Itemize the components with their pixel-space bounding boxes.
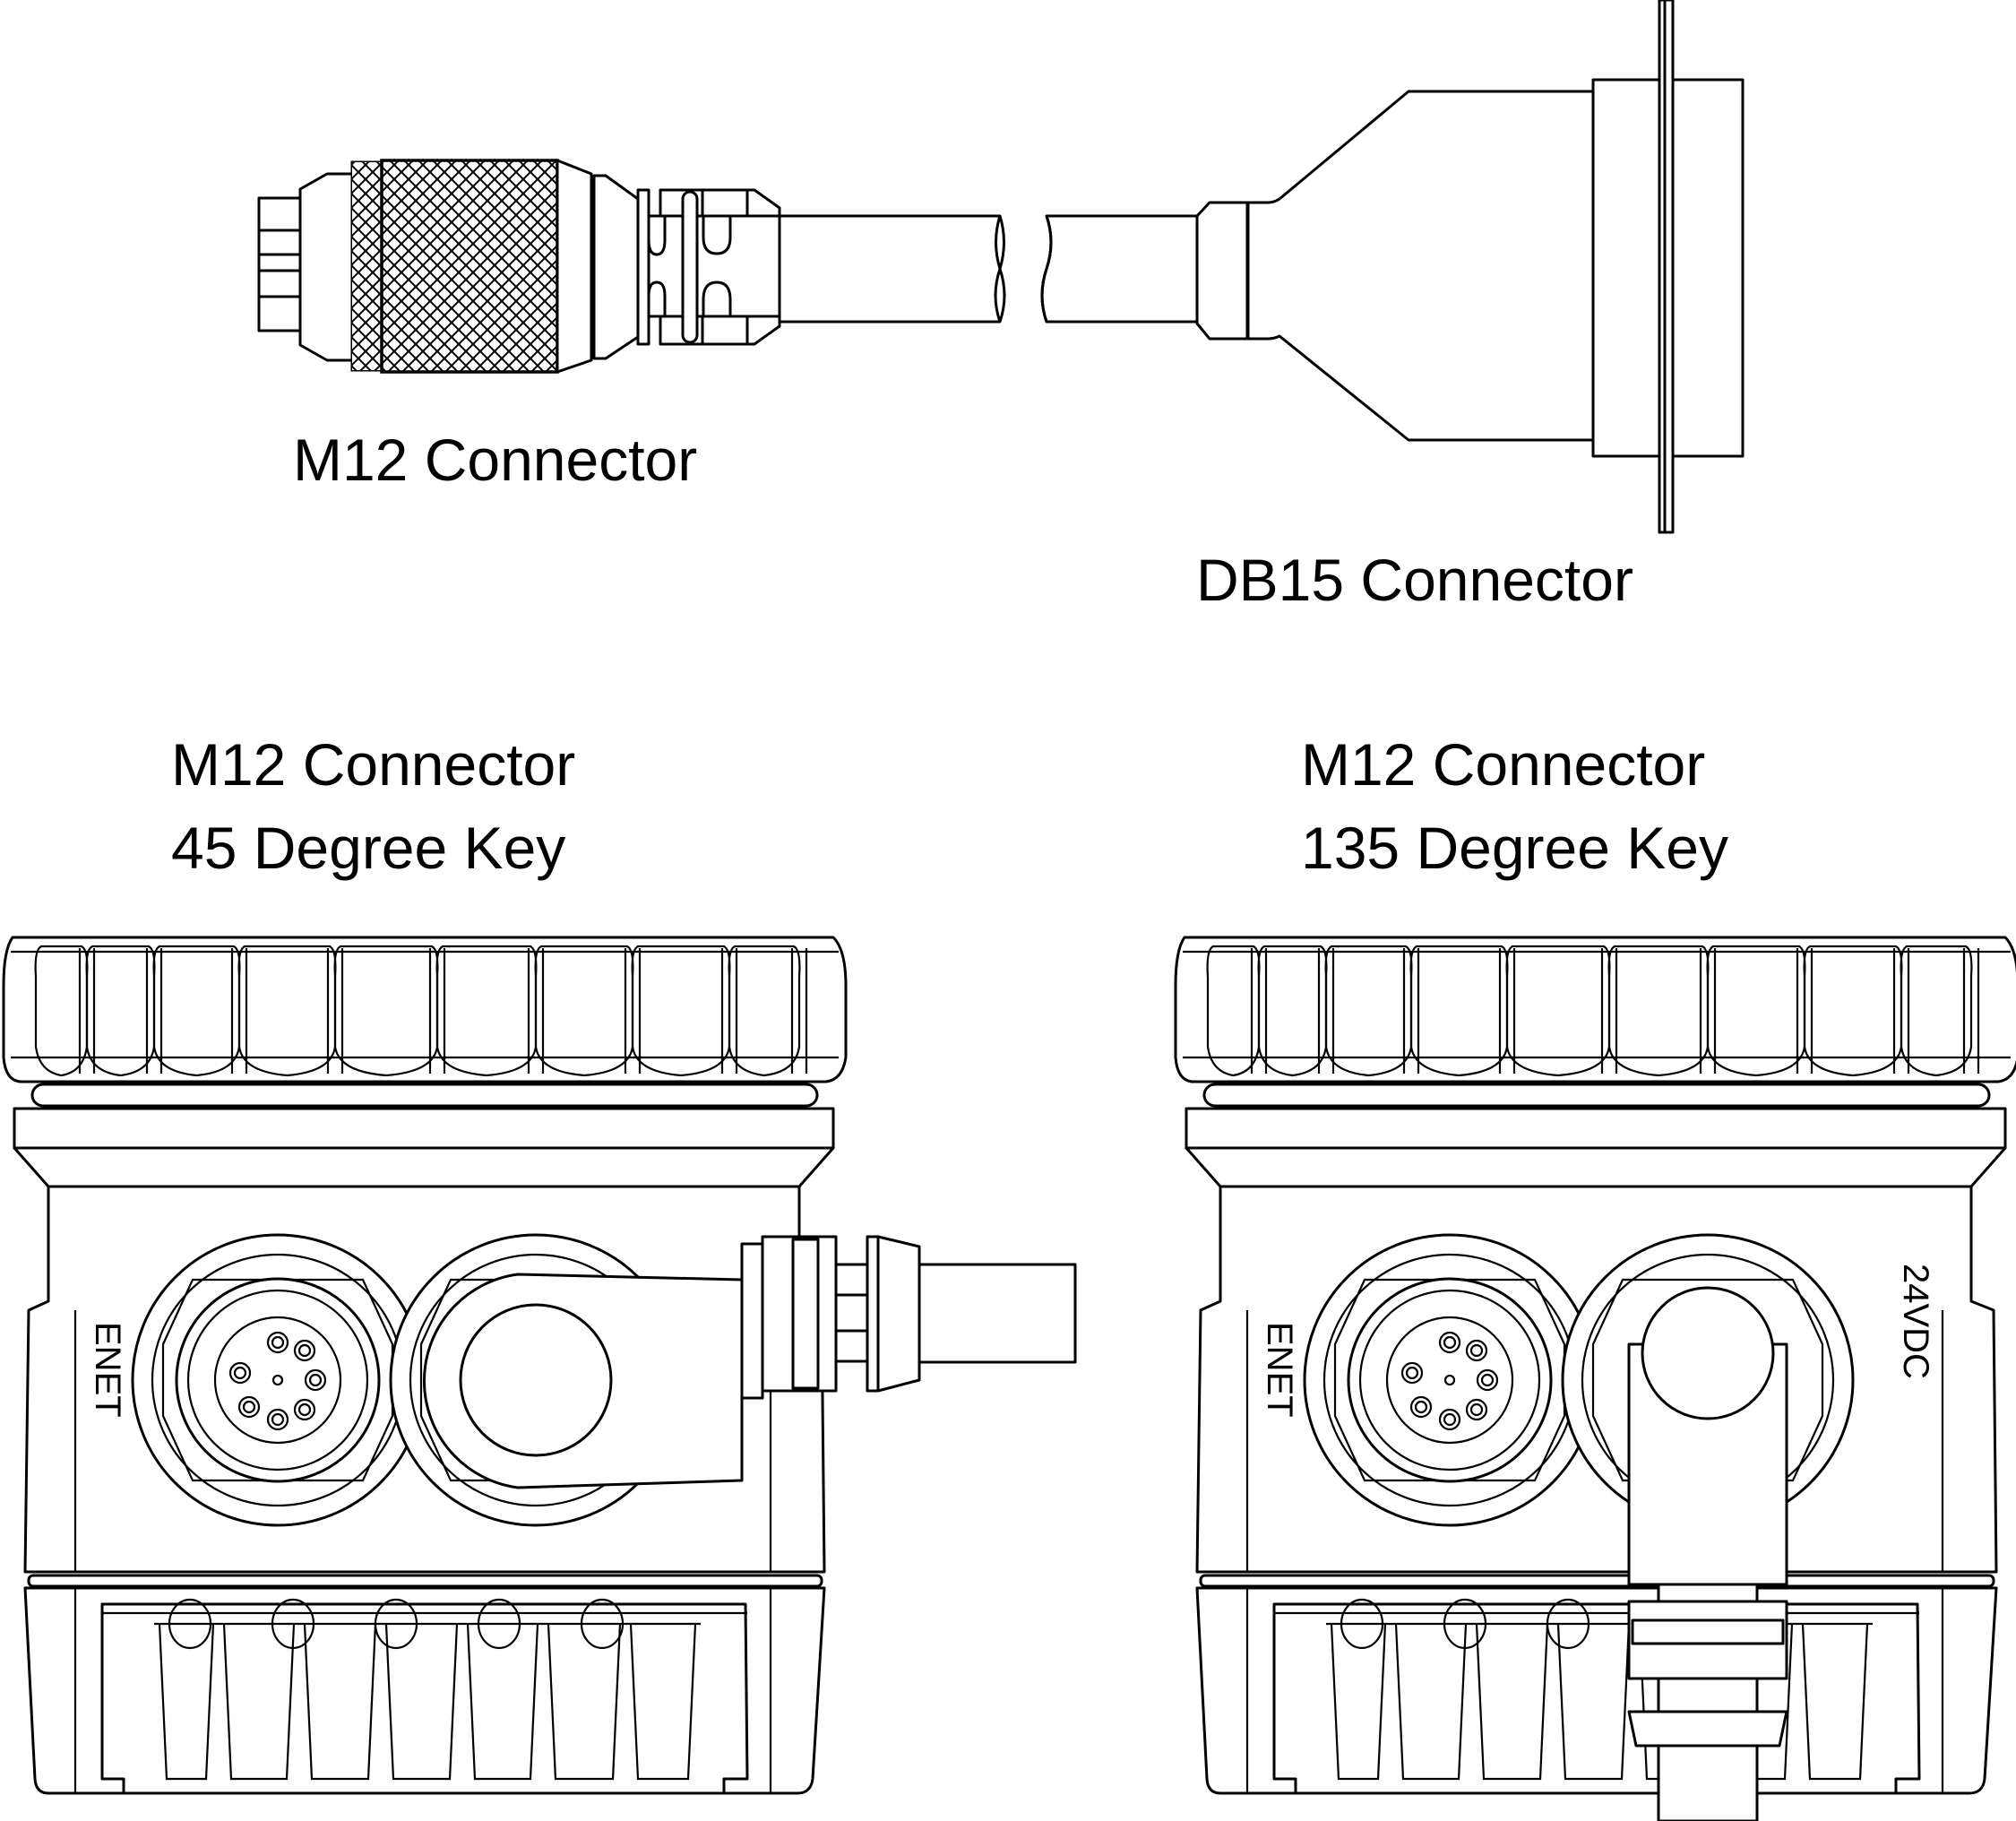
cable-segment-left (778, 214, 1005, 324)
enet-receptacle (175, 1277, 381, 1483)
label-cable-m12: M12 Connector (293, 427, 697, 493)
port-label-enet: ENET (1260, 1322, 1299, 1418)
db15-hood (1246, 90, 1595, 442)
label-right-device-line2: 135 Degree Key (1301, 815, 1728, 881)
m12-pin-stub (257, 196, 302, 332)
cable-stub (918, 1263, 1077, 1364)
m12-front-body (298, 172, 354, 362)
seam-ring (27, 1574, 823, 1588)
port-label-24vdc: 24VDC (1896, 1264, 1935, 1379)
connector-pin (304, 1368, 327, 1392)
status-led (1340, 1598, 1384, 1650)
knurled-cap (2, 936, 848, 1083)
heatsink-fin (158, 1623, 215, 1781)
heatsink-fin (1475, 1623, 1549, 1781)
connector-pin (1476, 1368, 1499, 1392)
o-ring (1202, 1083, 1991, 1108)
connector-pin (1400, 1361, 1424, 1385)
heatsink-fin (1330, 1623, 1387, 1781)
port-label-enet: ENET (88, 1322, 127, 1418)
heatsink-fin (1394, 1623, 1468, 1781)
m12-tapered-sleeve (592, 174, 640, 360)
label-right-device-line1: M12 Connector (1301, 731, 1705, 798)
m12-strain-relief (636, 188, 781, 346)
status-led (168, 1598, 212, 1650)
heatsink-fin (466, 1623, 539, 1781)
connector-pin (1409, 1395, 1433, 1419)
o-ring (30, 1083, 819, 1108)
seam-ring (1199, 1574, 1995, 1588)
status-led (1546, 1598, 1590, 1650)
label-left-device-line1: M12 Connector (171, 731, 575, 798)
heatsink-fin (1801, 1623, 1869, 1781)
status-led (477, 1598, 521, 1650)
status-led (1443, 1598, 1487, 1650)
connector-pin (266, 1331, 289, 1354)
heatsink (1272, 1602, 1921, 1795)
status-led (580, 1598, 625, 1650)
connector-pin (293, 1398, 316, 1421)
connector-pin (1465, 1339, 1488, 1362)
cable-segment-right (1040, 214, 1211, 324)
connector-pin (228, 1361, 252, 1385)
enet-receptacle (1347, 1277, 1553, 1483)
cable-m12-connector (257, 159, 1006, 374)
heatsink-fin (384, 1623, 459, 1781)
heatsink-fin (1556, 1623, 1631, 1781)
heatsink-fin (629, 1623, 697, 1781)
connector-pin (1465, 1398, 1488, 1421)
m12-rear-ring (556, 159, 593, 374)
heatsink-fin (222, 1623, 296, 1781)
label-left-device-line2: 45 Degree Key (171, 815, 565, 881)
db15-ferrule (1195, 201, 1250, 341)
connector-pin (293, 1339, 316, 1362)
heatsink (100, 1602, 749, 1795)
connector-pin (1438, 1331, 1461, 1354)
cable-stub (1657, 1744, 1759, 1821)
m12-knurl-band (380, 159, 559, 374)
power-plug-135-degree (1627, 1286, 1788, 1821)
device-45-degree-key: ENET (2, 936, 1077, 1795)
plate-skirt (1185, 1146, 2007, 1188)
label-cable-db15: DB15 Connector (1196, 547, 1633, 613)
mounting-plate (13, 1107, 835, 1150)
power-plug-45-degree (422, 1235, 1077, 1489)
heatsink-fin (547, 1623, 622, 1781)
heatsink-fin (303, 1623, 377, 1781)
status-led (374, 1598, 418, 1650)
mounting-plate (1185, 1107, 2007, 1150)
knurled-cap (1174, 936, 2016, 1083)
connector-pin (1438, 1408, 1461, 1431)
device-135-degree-key: ENET 24VDC (1174, 936, 2016, 1821)
status-led (271, 1598, 315, 1650)
cable-db15-connector (1040, 0, 1745, 534)
plate-skirt (13, 1146, 835, 1188)
connector-pin (237, 1395, 261, 1419)
connector-pin (266, 1408, 289, 1431)
